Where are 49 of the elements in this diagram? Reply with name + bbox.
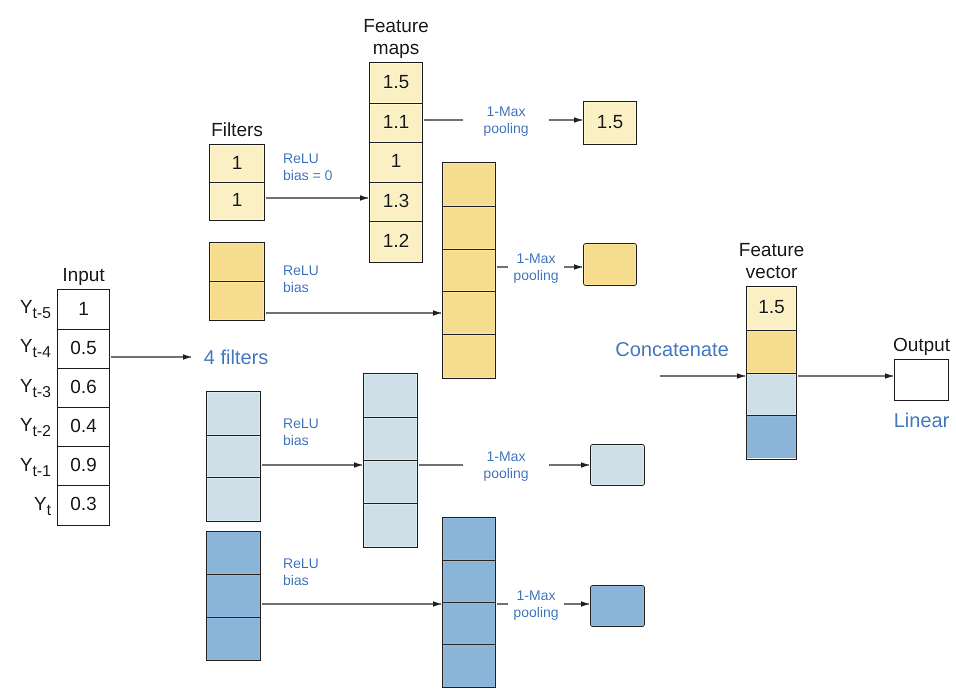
value-text: 1: [78, 298, 89, 320]
time-step-label: Y$_{t-1}$: [20, 454, 51, 482]
value-text: 0.3: [70, 494, 97, 516]
time-step-label: Y$_{t-4}$: [20, 335, 51, 364]
pooled-value-box: [590, 585, 645, 627]
column-heading: Feature vector: [738, 240, 806, 284]
filter-column: [209, 242, 265, 321]
feature-map-column: [363, 373, 418, 548]
time-step-label: Y$_{t-3}$: [20, 374, 51, 403]
value-text: 1.5: [758, 297, 785, 320]
time-step-label: Y$_{t}$: [34, 493, 51, 522]
value-text: 1: [232, 152, 242, 174]
column-heading: Output: [892, 335, 952, 357]
pooled-value-box: [583, 243, 637, 286]
pooled-value-box: [590, 444, 645, 486]
edge-label: 1-Max pooling: [508, 250, 564, 284]
time-step-label: Y$_{t-5}$: [20, 296, 51, 324]
feature-map-column: [442, 517, 496, 688]
arrow: [266, 195, 368, 201]
layer-label: Linear: [892, 409, 950, 433]
arrow: [266, 310, 441, 316]
feature-map-column: [442, 162, 496, 379]
value-text: 0.6: [70, 377, 97, 399]
time-step-label: Y$_{t-2}$: [20, 414, 51, 442]
edge-label: 1-Max pooling: [508, 587, 564, 621]
pooled-value-box: [583, 101, 637, 145]
filter-count-label: 4 filters: [192, 345, 280, 371]
value-text: 0.9: [70, 455, 97, 477]
filter-column: [206, 531, 261, 661]
arrow: [660, 373, 745, 379]
arrow: [262, 462, 362, 468]
filter-column: [206, 391, 261, 522]
column-heading: Feature maps: [362, 16, 430, 60]
arrow: [798, 373, 893, 379]
value-text: 1.5: [596, 112, 624, 134]
value-text: 1: [232, 190, 242, 212]
column-heading: Input: [61, 265, 106, 287]
column-heading: Filters: [210, 120, 264, 142]
value-text: 1.5: [382, 72, 410, 94]
value-text: 1.1: [382, 112, 410, 134]
arrow: [262, 601, 441, 607]
arrow: [111, 354, 191, 360]
value-text: 0.5: [70, 338, 97, 360]
edge-label: 1-Max pooling: [463, 103, 549, 137]
value-text: 1.3: [382, 191, 410, 214]
value-text: 1.2: [382, 230, 410, 253]
edge-label: 1-Max pooling: [463, 448, 549, 482]
value-text: 0.4: [70, 416, 97, 438]
value-text: 1: [390, 151, 402, 174]
